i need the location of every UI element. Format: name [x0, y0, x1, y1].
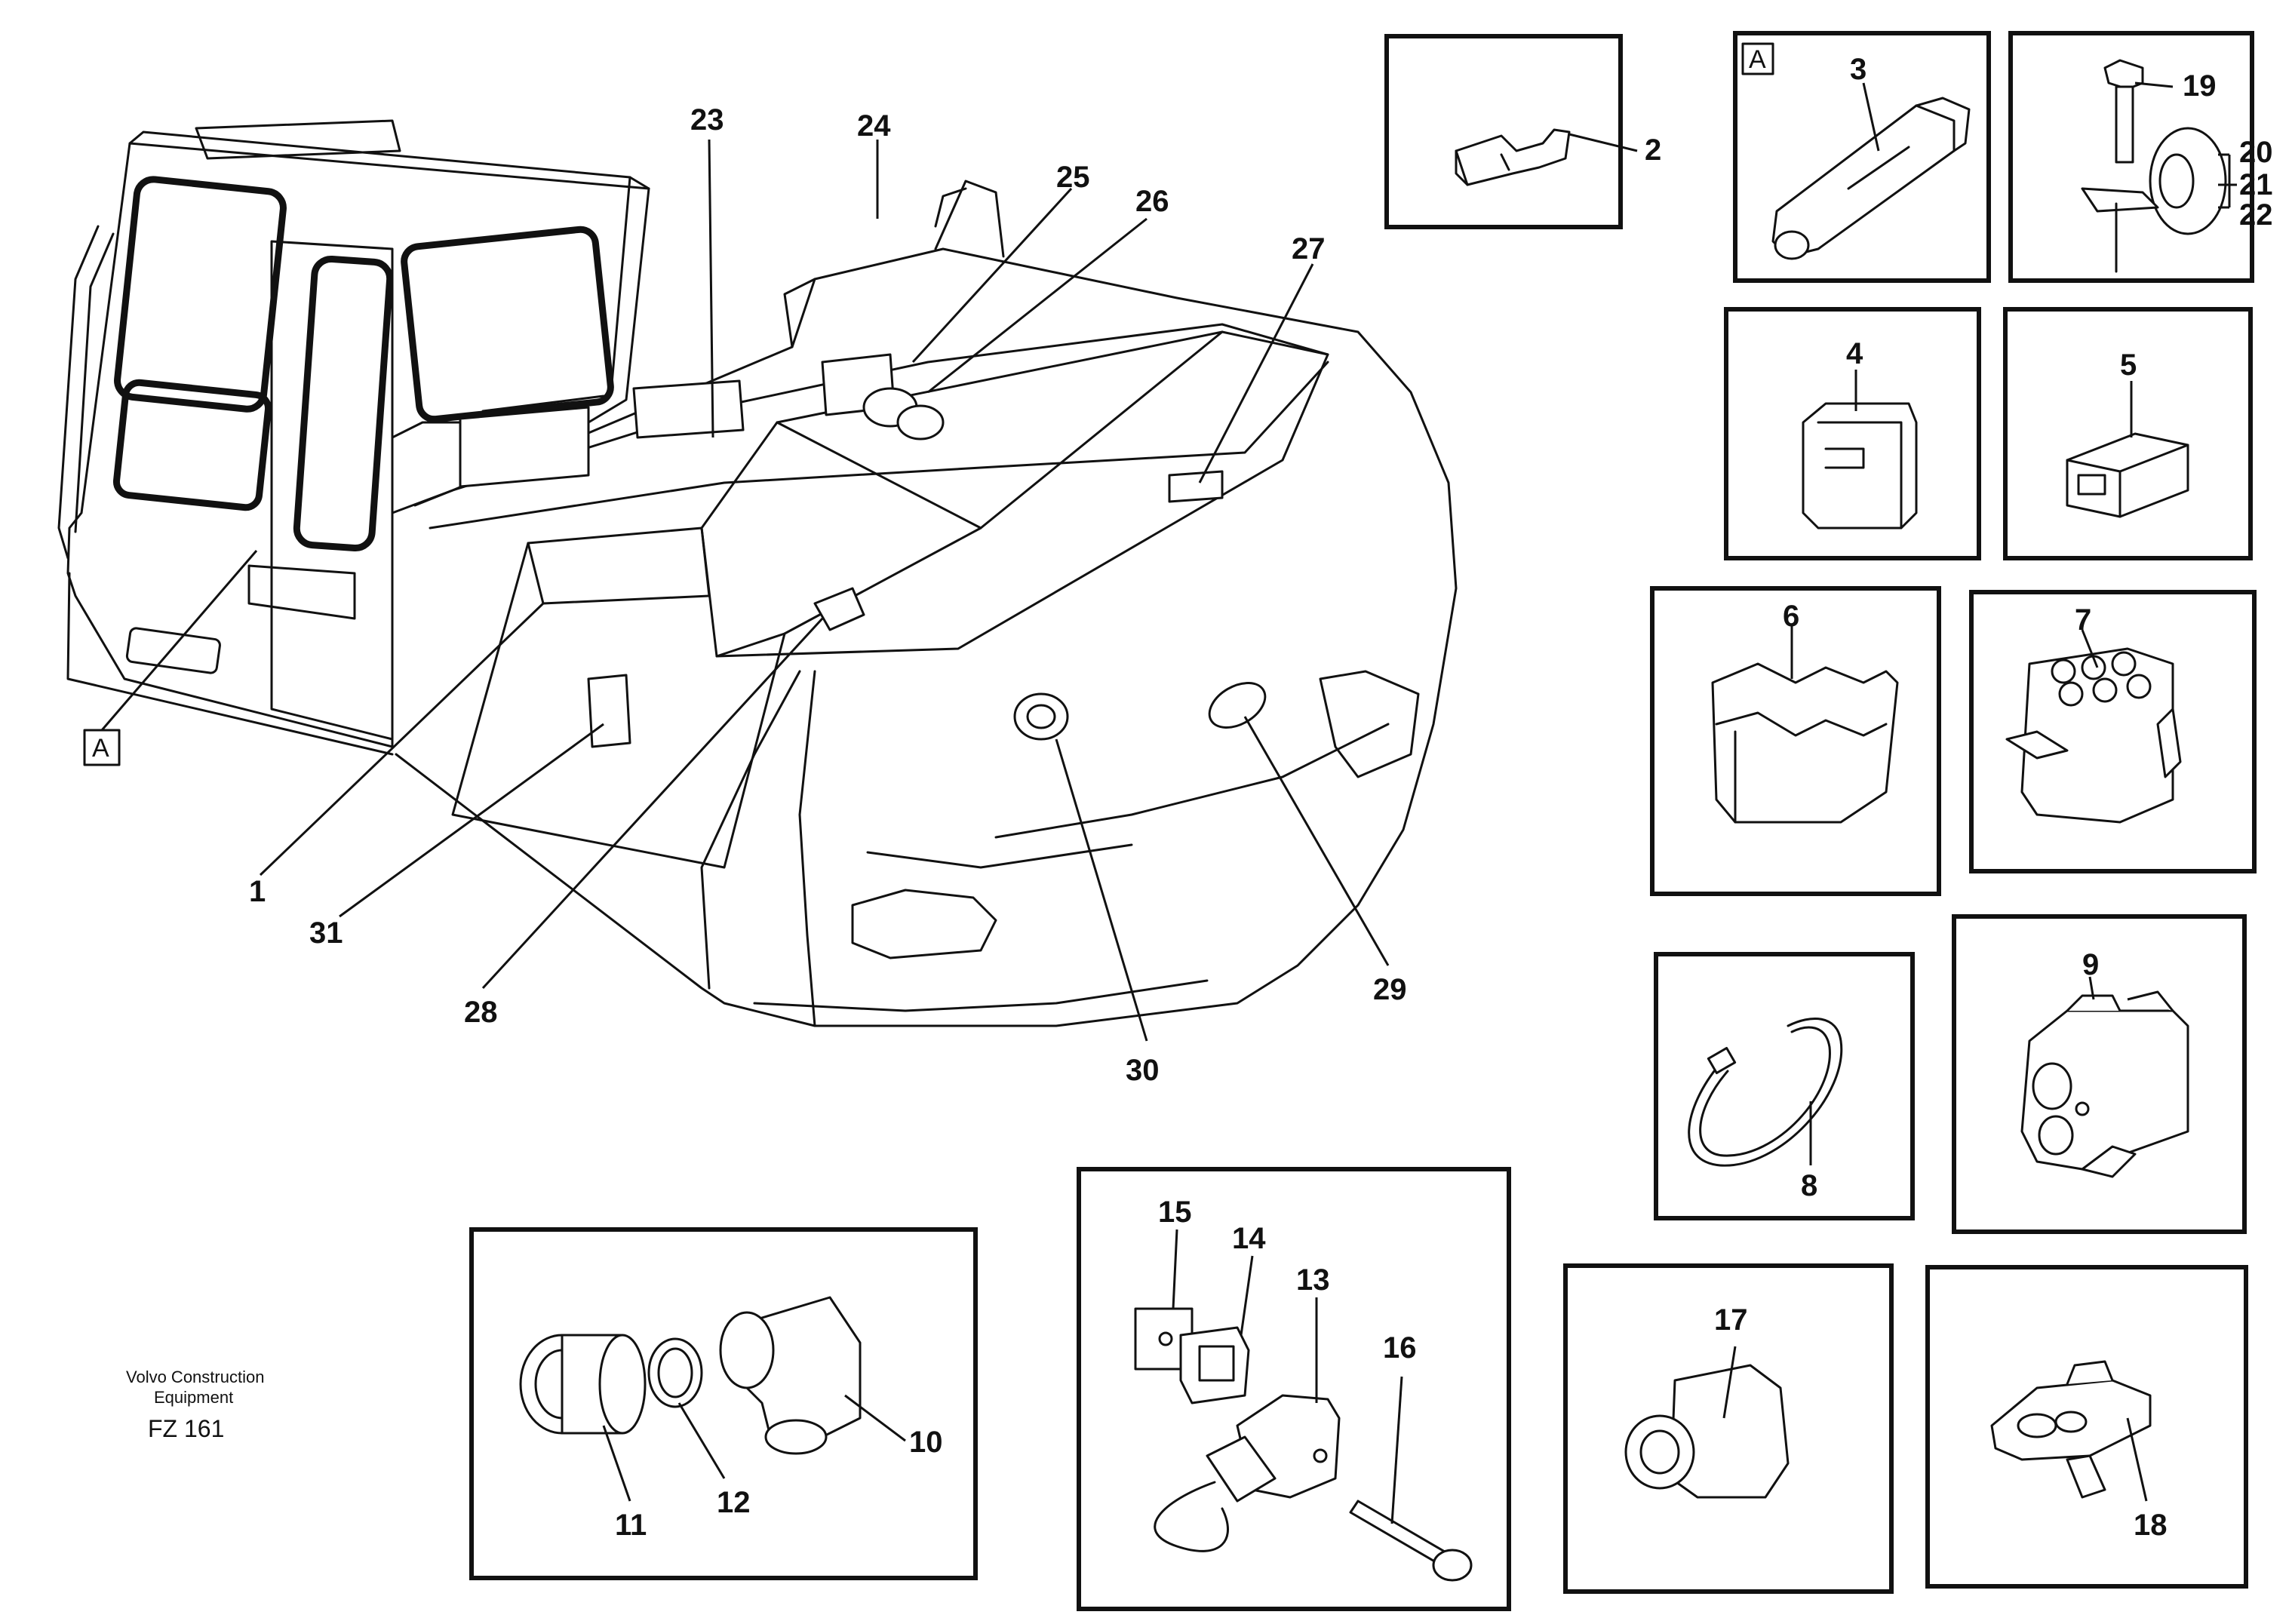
- callout-28: 28: [464, 996, 498, 1029]
- callout-7: 7: [2075, 603, 2091, 637]
- callout-1: 1: [249, 875, 266, 908]
- callout-25: 25: [1056, 161, 1090, 194]
- callout-15: 15: [1158, 1196, 1192, 1229]
- callout-21: 21: [2239, 168, 2273, 201]
- panel-gland-fittings: 11 12 10: [469, 1227, 978, 1580]
- callout-24: 24: [857, 109, 891, 143]
- panel-connector-18: 18: [1925, 1265, 2248, 1589]
- panel-multi-connector-7: 7: [1969, 590, 2257, 873]
- callout-18: 18: [2134, 1509, 2168, 1542]
- main-view-leaders: [259, 139, 1390, 1042]
- callout-31: 31: [309, 916, 343, 950]
- panel-housing-4: 4: [1724, 307, 1981, 560]
- callout-22: 22: [2239, 198, 2273, 232]
- brand-line-1: Volvo Construction: [126, 1368, 264, 1386]
- cab: [57, 119, 650, 756]
- callout-10: 10: [909, 1426, 943, 1459]
- callout-14: 14: [1232, 1222, 1266, 1255]
- callout-13: 13: [1296, 1263, 1330, 1297]
- panel-a-marker: A: [1749, 45, 1766, 74]
- callout-26: 26: [1135, 185, 1169, 218]
- engine-cover: [391, 180, 1458, 1027]
- callout-29: 29: [1373, 973, 1407, 1006]
- figure-code: FZ 161: [148, 1415, 224, 1442]
- callout-27: 27: [1292, 232, 1326, 266]
- panel-cable-tie-8: 8: [1654, 952, 1915, 1220]
- excavator-superstructure: A: [57, 119, 1458, 1027]
- callout-4: 4: [1846, 337, 1863, 370]
- panel-clip-6: 6: [1650, 586, 1941, 896]
- callout-2: 2: [1645, 134, 1661, 167]
- callout-20: 20: [2239, 136, 2273, 169]
- callout-12: 12: [717, 1486, 751, 1519]
- panel-connector-5: 5: [2003, 307, 2253, 560]
- panel-connector-a: A 3: [1733, 31, 1991, 283]
- callout-6: 6: [1783, 600, 1799, 633]
- callout-5: 5: [2120, 348, 2137, 382]
- panel-bolt-grommet: 19 20 21 22: [2008, 31, 2273, 283]
- callout-9: 9: [2082, 948, 2099, 981]
- callout-3: 3: [1850, 53, 1866, 86]
- callout-16: 16: [1383, 1331, 1417, 1365]
- panel-connector-9: 9: [1952, 914, 2247, 1234]
- callout-17: 17: [1714, 1303, 1748, 1337]
- panel-terminal: 2: [1384, 34, 1661, 229]
- callout-23: 23: [690, 103, 724, 137]
- callout-11: 11: [615, 1509, 647, 1542]
- brand-line-2: Equipment: [154, 1388, 233, 1407]
- callout-19: 19: [2183, 69, 2217, 103]
- panel-sensor-mounting: 15 14 13 16: [1077, 1167, 1511, 1611]
- view-marker-label: A: [92, 734, 109, 763]
- panel-elbow-17: 17: [1563, 1263, 1894, 1594]
- callout-30: 30: [1126, 1054, 1160, 1087]
- callout-8: 8: [1801, 1169, 1817, 1202]
